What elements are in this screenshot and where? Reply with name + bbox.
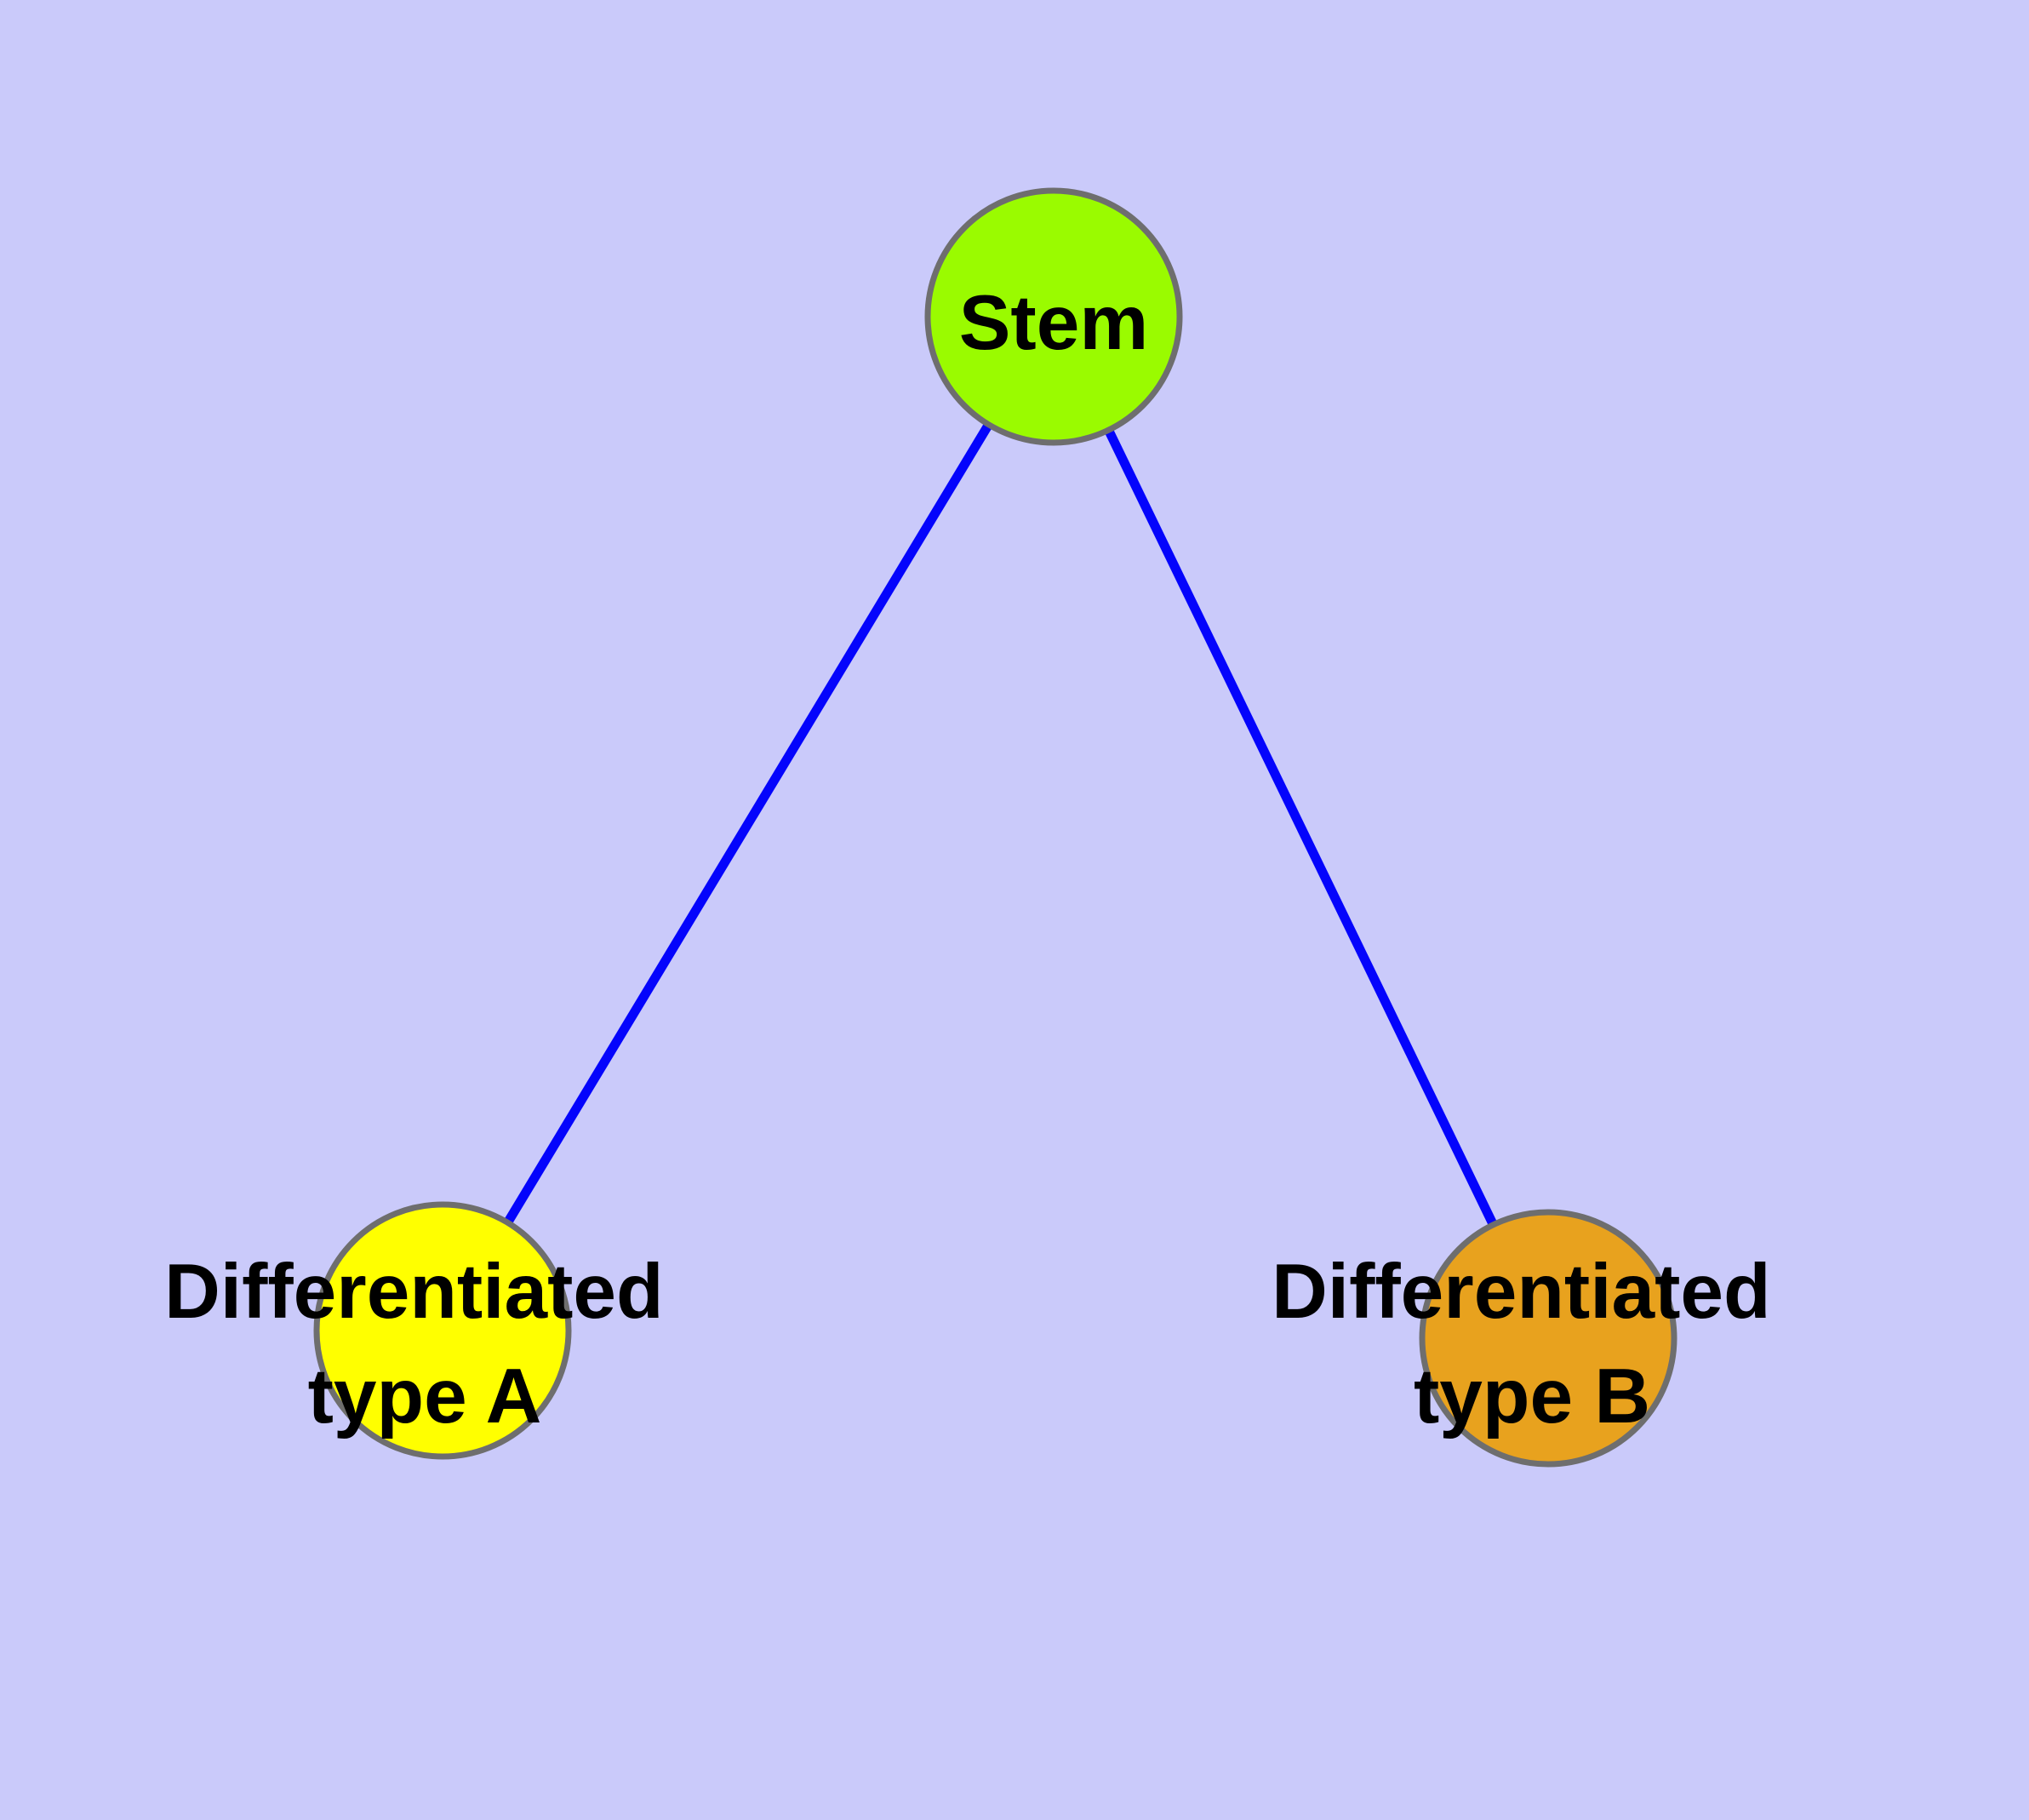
node-stem-circle[interactable] [924, 187, 1183, 446]
node-type-a-label-line1: Differentiated [164, 1249, 664, 1335]
node-stem-label[interactable]: Stem [959, 280, 1149, 366]
edge-stem-to-type-b [1049, 314, 1552, 1341]
node-type-b-label-line2: type B [1414, 1354, 1650, 1439]
node-type-a-label-line2: type A [308, 1354, 542, 1439]
node-type-a-circle[interactable] [313, 1201, 572, 1460]
edge-stem-to-type-a [438, 314, 1058, 1333]
node-type-a-label[interactable]: Differentiated type A [164, 1249, 685, 1439]
node-type-b-label-line1: Differentiated [1272, 1249, 1771, 1335]
node-type-b-circle[interactable] [1419, 1209, 1677, 1468]
node-type-b-label[interactable]: Differentiated type B [1272, 1249, 1792, 1439]
